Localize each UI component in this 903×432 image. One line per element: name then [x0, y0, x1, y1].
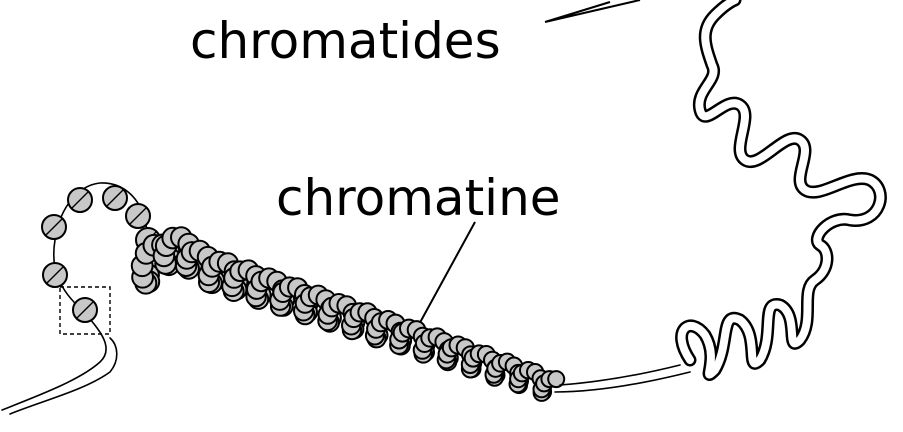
chromatid-coil — [682, 0, 881, 375]
linker-strand — [555, 365, 690, 392]
chromatine-label: chromatine — [276, 169, 561, 227]
chromatides-leader-line — [545, 0, 640, 22]
chromatides-label: chromatides — [190, 12, 501, 70]
dna-strand-tail — [10, 338, 117, 414]
